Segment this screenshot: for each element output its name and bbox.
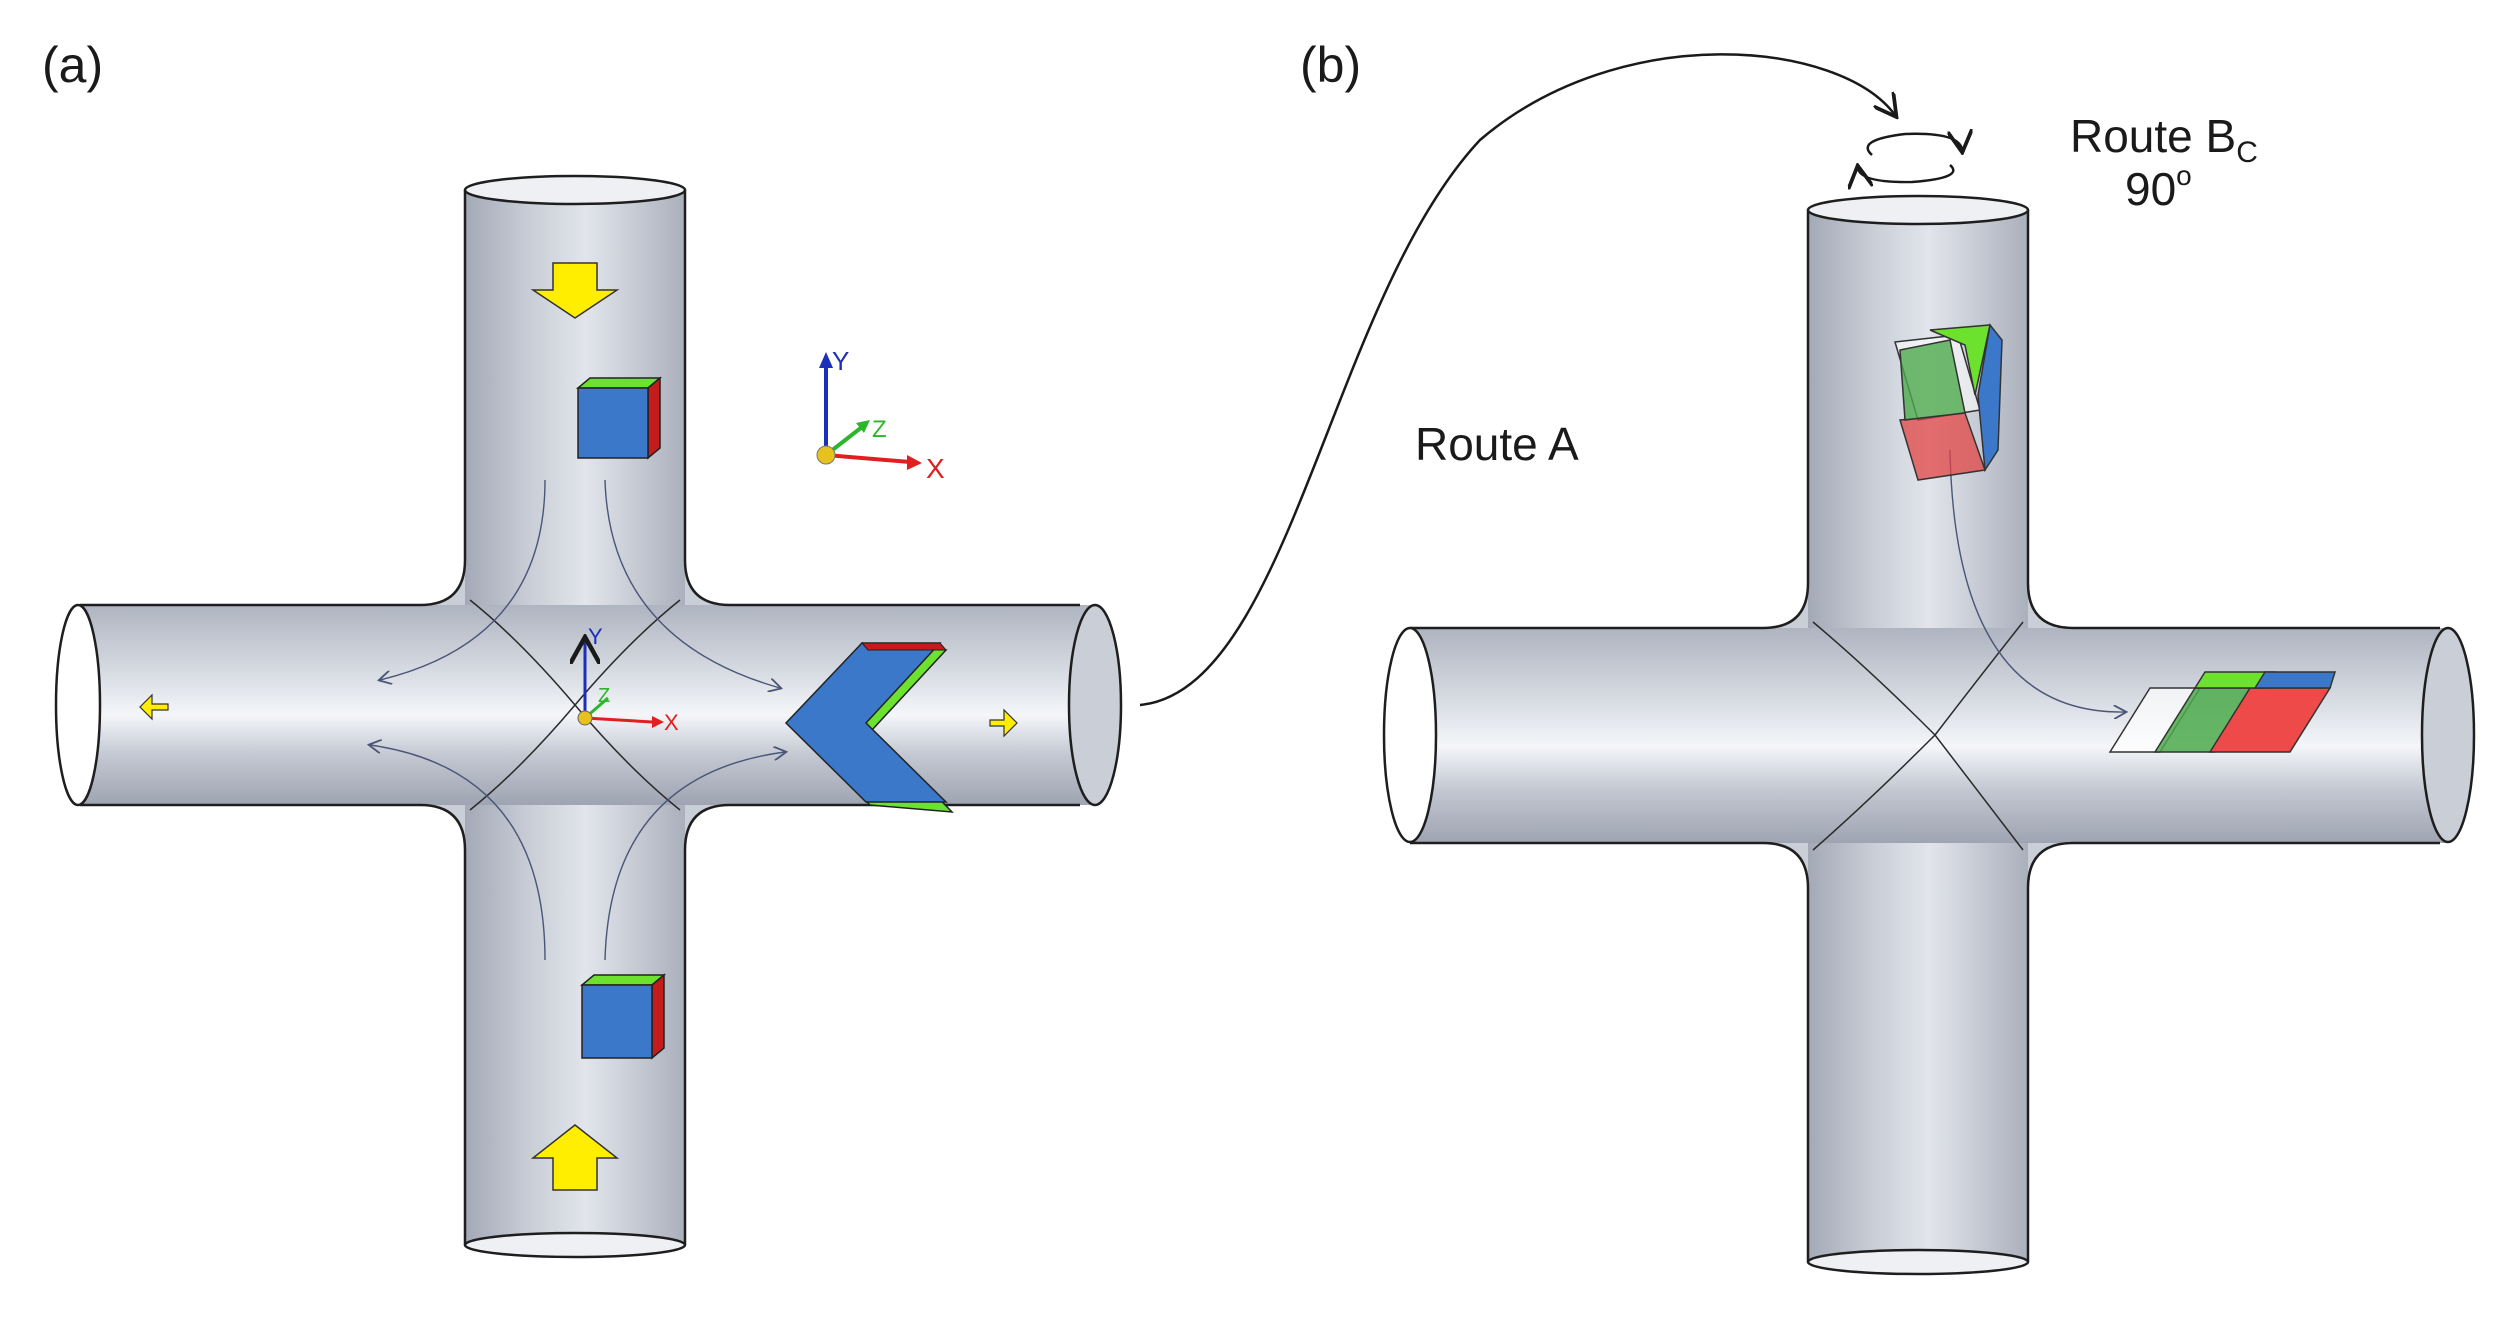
axis-triad: Y Z X: [816, 346, 945, 484]
die-b-flow-line: [1949, 449, 2125, 712]
die-a-cube-bottom: [579, 973, 667, 1060]
route-bc-label: Route BC: [2070, 110, 2258, 169]
die-b-bottom-opening: [1806, 1248, 2030, 1276]
die-a-outflow-arrow-left: [139, 693, 169, 721]
die-a-left-opening: [54, 603, 102, 807]
rotation-angle-label: 90o: [2125, 160, 2192, 215]
die-a-flow-lines: [370, 479, 785, 961]
die-a-sheared-chevron: [784, 642, 954, 813]
die-b-left-opening: [1382, 626, 1438, 844]
die-b-seam-lines: [1812, 621, 2024, 851]
die-b-fillet-bottom-right: [2028, 843, 2073, 888]
die-b-element-horizontal: [2108, 671, 2337, 753]
axis-y-label-small: Y: [588, 624, 603, 649]
die-a-bottom-opening: [463, 1231, 687, 1259]
die-a-center-axis-triad: Y Z X: [578, 624, 679, 735]
panel-a-label: (a): [42, 37, 103, 93]
die-a-seam-lines: [469, 599, 681, 811]
route-bc-main: Route B: [2070, 110, 2236, 162]
panel-a: (a): [42, 37, 1123, 1259]
route-bc-subscript: C: [2236, 136, 2258, 169]
die-b-right-opening: [2420, 626, 2476, 844]
die-a-top-opening: [463, 174, 687, 206]
die-a-fillet-top-right: [685, 560, 730, 605]
panel-b-label: (b): [1300, 37, 1361, 93]
die-b-outline: [1410, 210, 2440, 1262]
die-b: [1382, 194, 2476, 1276]
axis-x-label: X: [926, 453, 945, 484]
die-a-outline: [80, 190, 1080, 1245]
die-b-fillet-top-right: [2028, 583, 2073, 628]
die-a-fillet-top-left: [420, 560, 465, 605]
die-a-inflow-arrow-bottom: [530, 1124, 620, 1191]
route-a-arrow: Route A: [1139, 53, 1895, 707]
axis-z-label-small: Z: [598, 685, 610, 707]
die-b-top-opening: [1806, 194, 2030, 226]
die-a: Y Z X: [54, 174, 1123, 1259]
rotation-icon: [1858, 134, 1962, 182]
axis-z-label: Z: [872, 416, 887, 443]
die-b-fillet-top-left: [1763, 583, 1808, 628]
die-b-fillet-bottom-left: [1763, 843, 1808, 888]
rotation-angle-value: 90: [2125, 163, 2176, 215]
die-a-outflow-arrow-right: [989, 708, 1018, 738]
route-a-label: Route A: [1415, 418, 1579, 470]
die-a-fillet-bottom-right: [685, 805, 730, 850]
route-a-curve: [1139, 53, 1895, 707]
rotation-angle-degree: o: [2176, 160, 2192, 191]
die-b-element-vertical: [1894, 323, 2003, 481]
axis-y-label: Y: [832, 346, 849, 376]
die-a-right-opening: [1067, 603, 1123, 807]
die-a-cube-top: [575, 376, 663, 460]
axis-x-label-small: X: [664, 710, 679, 735]
die-a-fillet-bottom-left: [420, 805, 465, 850]
panel-b: (b) Route BC 90o: [1300, 37, 2476, 1276]
die-a-inflow-arrow-top: [530, 262, 620, 319]
